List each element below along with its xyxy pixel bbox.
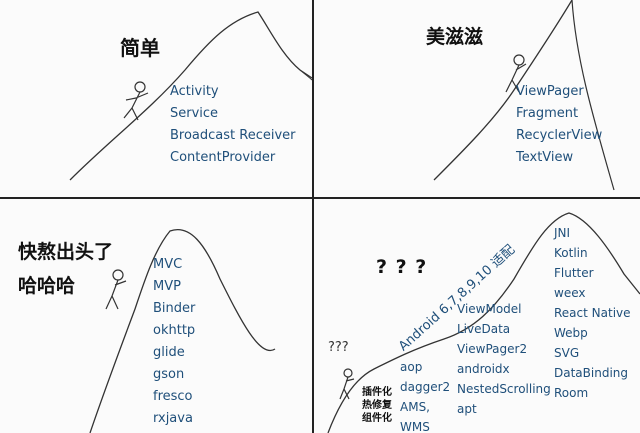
climber-figure <box>105 269 127 310</box>
list-item: glide <box>153 345 185 360</box>
list-item: TextView <box>516 150 574 165</box>
list-item: Service <box>170 106 219 121</box>
caption-delight: 美滋滋 <box>426 26 484 48</box>
panel-simple: 简单 Activity Service Broadcast Receiver C… <box>0 0 312 197</box>
mountain-drawing <box>327 212 640 433</box>
list-item: Activity <box>170 84 219 99</box>
list-item: MVP <box>153 279 181 294</box>
panel-almost-there: 快熬出头了 哈哈哈 MVC MVP Binder okhttp glide gs… <box>0 199 312 433</box>
list-item: Fragment <box>516 106 579 121</box>
caption-simple: 简单 <box>120 36 160 60</box>
list-item: LiveData <box>457 322 511 336</box>
tech-list-frameworks: MVC MVP Binder okhttp glide gson fresco … <box>153 254 195 430</box>
list-item: ViewPager <box>516 84 584 99</box>
climber-figure <box>339 368 355 400</box>
panel-confused: ? ? ? ??? Android 6,7,8,9,10 适配 插件化 热修复 … <box>314 199 640 433</box>
list-item: Binder <box>153 301 196 316</box>
list-item: AMS, <box>400 400 430 414</box>
mountain-drawing <box>69 11 312 181</box>
tech-list-ui: ViewPager Fragment RecyclerView TextView <box>516 81 602 169</box>
list-item: MVC <box>153 257 183 272</box>
question-marks-large: ? ? ? <box>376 256 428 278</box>
list-item: NestedScrolling <box>457 382 551 396</box>
list-item: 组件化 <box>362 413 392 424</box>
list-item: 热修复 <box>362 400 392 411</box>
caption-almost-there: 快熬出头了 <box>18 241 114 263</box>
list-item: ViewModel <box>457 302 522 316</box>
list-item: WMS <box>400 420 430 433</box>
climber-figure <box>505 54 527 93</box>
list-item: androidx <box>457 362 510 376</box>
tech-list-basics: Activity Service Broadcast Receiver Cont… <box>170 81 296 169</box>
list-item: Kotlin <box>554 246 588 260</box>
caption-laugh: 哈哈哈 <box>18 275 76 297</box>
tech-list-column-2: ViewModel LiveData ViewPager2 androidx N… <box>457 299 551 419</box>
panel-divider-vertical <box>312 0 314 433</box>
list-item: okhttp <box>153 323 196 338</box>
list-item: Broadcast Receiver <box>170 128 296 143</box>
advanced-topics-labels: 插件化 热修复 组件化 <box>362 386 392 425</box>
tech-list-column-1: aop dagger2 AMS, WMS <box>400 357 450 433</box>
list-item: React Native <box>554 306 631 320</box>
mountain-drawing <box>433 0 615 191</box>
list-item: fresco <box>153 389 193 404</box>
panel-delight: 美滋滋 ViewPager Fragment RecyclerView Text… <box>314 0 640 197</box>
list-item: aop <box>400 360 423 374</box>
list-item: weex <box>554 286 586 300</box>
panel-divider-horizontal <box>0 197 640 199</box>
list-item: ViewPager2 <box>457 342 528 356</box>
list-item: dagger2 <box>400 380 451 394</box>
list-item: gson <box>153 367 185 382</box>
list-item: RecyclerView <box>516 128 603 143</box>
list-item: SVG <box>554 346 580 360</box>
list-item: Flutter <box>554 266 594 280</box>
list-item: JNI <box>554 226 571 240</box>
list-item: 插件化 <box>362 387 392 398</box>
tech-list-column-3: JNI Kotlin Flutter weex React Native Web… <box>554 223 631 403</box>
question-marks-small: ??? <box>328 340 349 355</box>
list-item: ContentProvider <box>170 150 276 165</box>
list-item: rxjava <box>153 411 193 426</box>
mountain-drawing <box>89 229 276 433</box>
list-item: DataBinding <box>554 366 628 380</box>
list-item: Room <box>554 386 589 400</box>
climber-figure <box>123 81 149 121</box>
list-item: Webp <box>554 326 588 340</box>
list-item: apt <box>457 402 477 416</box>
